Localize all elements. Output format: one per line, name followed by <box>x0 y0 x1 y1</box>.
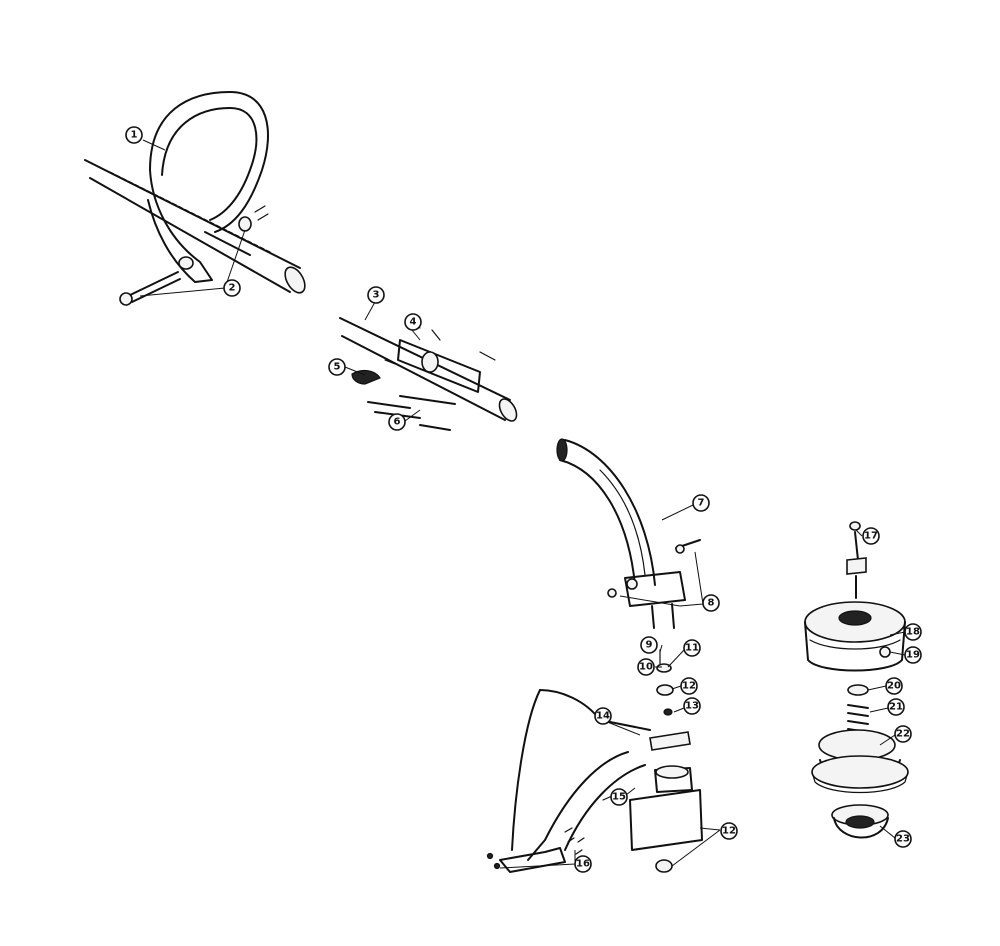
svg-text:4: 4 <box>410 317 417 328</box>
svg-text:9: 9 <box>646 640 653 651</box>
leader-lines <box>139 139 906 869</box>
svg-text:23: 23 <box>896 834 910 845</box>
svg-text:2: 2 <box>229 283 236 294</box>
callout-23: 23 <box>894 830 912 848</box>
callout-8: 8 <box>702 594 720 612</box>
svg-text:7: 7 <box>698 498 705 509</box>
svg-text:8: 8 <box>708 598 715 609</box>
curved-lower-tube <box>556 438 701 629</box>
svg-text:22: 22 <box>896 729 910 740</box>
callout-12-a: 12 <box>680 677 698 695</box>
callout-9: 9 <box>640 636 658 654</box>
callout-10: 10 <box>637 658 655 676</box>
svg-text:14: 14 <box>596 711 610 722</box>
callout-15: 15 <box>610 788 628 806</box>
svg-text:18: 18 <box>906 627 920 638</box>
callout-7: 7 <box>692 494 710 512</box>
svg-text:17: 17 <box>864 531 878 542</box>
callout-18: 18 <box>904 623 922 641</box>
gearhead-stack <box>602 649 703 873</box>
svg-text:10: 10 <box>639 662 653 673</box>
svg-text:11: 11 <box>685 643 699 654</box>
svg-text:15: 15 <box>612 792 626 803</box>
svg-text:21: 21 <box>889 702 903 713</box>
svg-text:13: 13 <box>685 701 699 712</box>
callout-11: 11 <box>683 639 701 657</box>
callout-2: 2 <box>223 279 241 297</box>
svg-text:12: 12 <box>682 681 696 692</box>
callout-13: 13 <box>683 697 701 715</box>
callout-12-b: 12 <box>720 822 738 840</box>
svg-text:12: 12 <box>722 826 736 837</box>
callout-20: 20 <box>885 677 903 695</box>
callout-22: 22 <box>894 725 912 743</box>
svg-text:1: 1 <box>131 130 138 141</box>
loop-handle-assembly <box>84 91 306 306</box>
callout-4: 4 <box>404 313 422 331</box>
svg-text:3: 3 <box>373 290 380 301</box>
callout-17: 17 <box>862 527 880 545</box>
trimmer-head <box>804 521 909 839</box>
callout-1: 1 <box>125 126 143 144</box>
callout-16: 16 <box>574 855 592 873</box>
svg-text:6: 6 <box>394 417 401 428</box>
callout-6: 6 <box>388 413 406 431</box>
callout-3: 3 <box>367 286 385 304</box>
callout-19: 19 <box>904 646 922 664</box>
debris-guard <box>486 689 651 873</box>
middle-shaft-assembly <box>339 317 518 431</box>
callout-14: 14 <box>594 707 612 725</box>
svg-text:16: 16 <box>576 859 590 870</box>
svg-text:20: 20 <box>887 681 901 692</box>
callout-21: 21 <box>887 698 905 716</box>
svg-text:5: 5 <box>334 362 341 373</box>
callout-5: 5 <box>328 358 346 376</box>
svg-text:19: 19 <box>906 650 920 661</box>
